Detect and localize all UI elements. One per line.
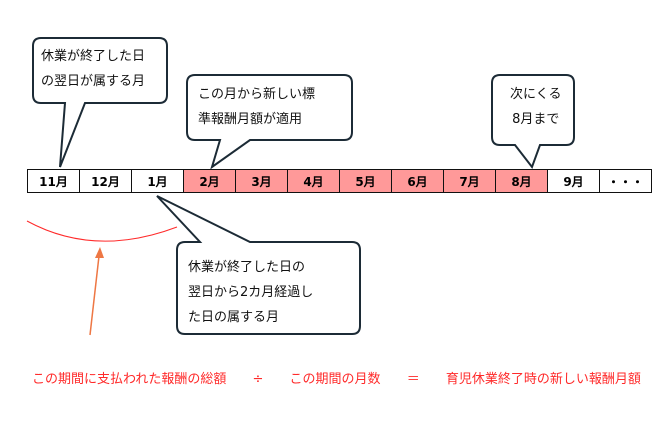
timeline-cell: 9月 bbox=[548, 170, 600, 192]
formula-numerator: この期間に支払われた報酬の総額 bbox=[32, 372, 227, 387]
timeline-cell: 7月 bbox=[444, 170, 496, 192]
timeline-cell: 1月 bbox=[132, 170, 184, 192]
callout-1-text: 休業が終了した日 の翌日が属する月 bbox=[41, 44, 145, 94]
callout-2-bubble bbox=[186, 74, 353, 170]
callout-1-bubble bbox=[32, 37, 168, 168]
timeline-cell: 6月 bbox=[392, 170, 444, 192]
callout-2-text: この月から新しい標 準報酬月額が適用 bbox=[198, 82, 315, 132]
callout-line: 休業が終了した日 bbox=[41, 49, 146, 64]
callout-line: 翌日から2カ月経過し bbox=[188, 285, 314, 300]
formula-equals: ＝ bbox=[406, 372, 420, 387]
period-brace-curve bbox=[26, 220, 178, 242]
timeline-cell: 12月 bbox=[80, 170, 132, 192]
callout-4-bubble bbox=[156, 195, 361, 335]
callout-3-bubble bbox=[491, 74, 575, 170]
formula: この期間に支払われた報酬の総額 ÷ この期間の月数 ＝ 育児休業終了時の新しい報… bbox=[32, 368, 663, 387]
timeline-cell: 2月 bbox=[184, 170, 236, 192]
callout-line: た日の属する月 bbox=[188, 310, 280, 325]
timeline-cell: ・・・ bbox=[600, 170, 651, 192]
timeline-cell: 8月 bbox=[496, 170, 548, 192]
arrow-line bbox=[89, 255, 100, 336]
formula-result: 育児休業終了時の新しい報酬月額 bbox=[445, 372, 641, 387]
timeline-cell: 4月 bbox=[288, 170, 340, 192]
arrow-head-icon bbox=[95, 247, 104, 258]
formula-divide: ÷ bbox=[252, 372, 264, 387]
callout-4-text: 休業が終了した日の 翌日から2カ月経過し た日の属する月 bbox=[188, 255, 313, 330]
callout-line: 準報酬月額が適用 bbox=[198, 112, 303, 127]
callout-line: 休業が終了した日の bbox=[188, 260, 306, 275]
timeline-cell: 3月 bbox=[236, 170, 288, 192]
callout-line: この月から新しい標 bbox=[198, 87, 316, 102]
callout-line: 次にくる bbox=[510, 87, 562, 102]
formula-denominator: この期間の月数 bbox=[289, 372, 381, 387]
callout-3-text: 次にくる 8月まで bbox=[510, 82, 561, 132]
callout-line: 8月まで bbox=[512, 112, 560, 127]
timeline-cell: 5月 bbox=[340, 170, 392, 192]
timeline-cell: 11月 bbox=[28, 170, 80, 192]
callout-line: の翌日が属する月 bbox=[41, 74, 146, 89]
